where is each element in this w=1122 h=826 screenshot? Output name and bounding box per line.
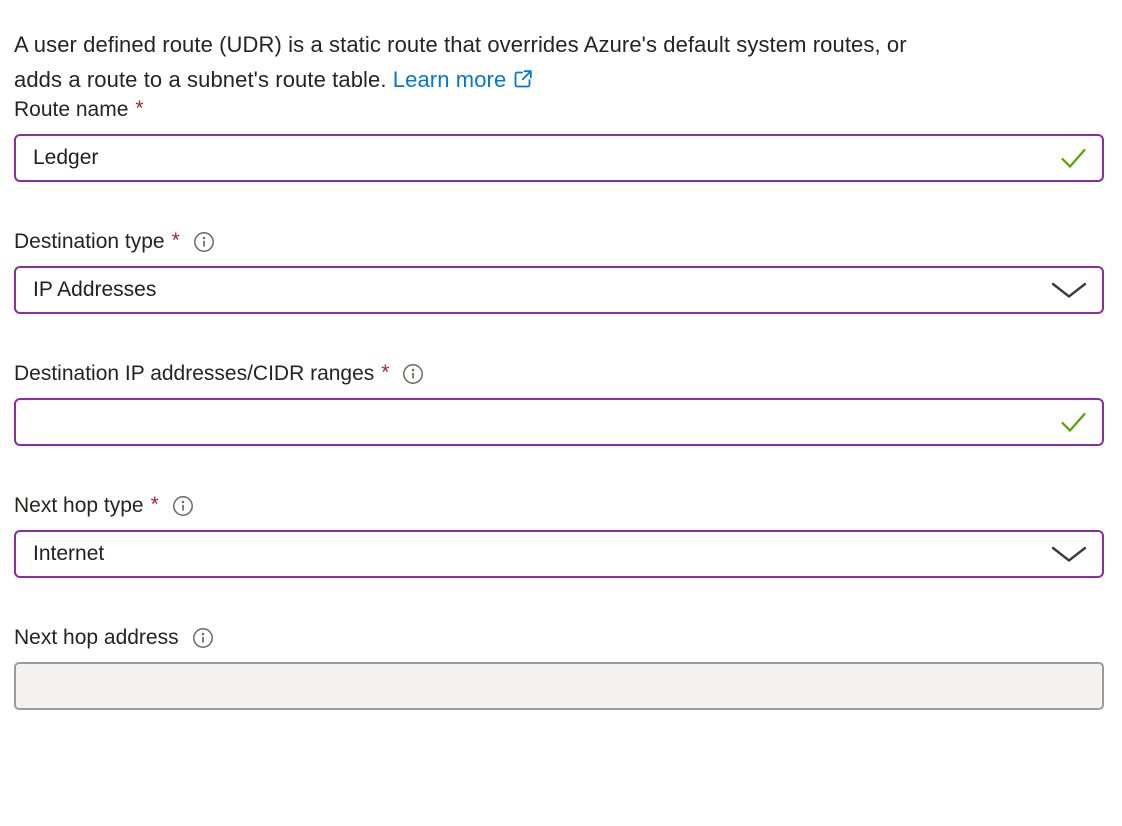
next-hop-type-selected-value: Internet bbox=[33, 542, 105, 565]
next-hop-address-input bbox=[33, 664, 1087, 708]
info-icon[interactable] bbox=[192, 627, 214, 649]
next-hop-type-label-row: Next hop type * bbox=[14, 493, 1104, 519]
info-icon[interactable] bbox=[193, 231, 215, 253]
route-name-label-row: Route name * bbox=[14, 97, 1104, 123]
next-hop-address-label: Next hop address bbox=[14, 626, 179, 649]
next-hop-address-input-wrap bbox=[14, 662, 1104, 710]
route-name-input[interactable] bbox=[33, 136, 1060, 180]
valid-checkmark-icon bbox=[1060, 411, 1087, 434]
destination-type-label-row: Destination type * bbox=[14, 229, 1104, 255]
destination-type-selected-value: IP Addresses bbox=[33, 278, 157, 301]
info-icon[interactable] bbox=[402, 363, 424, 385]
destination-ip-input[interactable] bbox=[33, 400, 1060, 444]
next-hop-address-label-row: Next hop address bbox=[14, 625, 1104, 651]
learn-more-link[interactable]: Learn more bbox=[393, 67, 534, 92]
destination-ip-label: Destination IP addresses/CIDR ranges bbox=[14, 362, 375, 385]
udr-description-line2: adds a route to a subnet's route table. … bbox=[14, 62, 1104, 97]
next-hop-type-label: Next hop type bbox=[14, 494, 144, 517]
destination-ip-input-wrap bbox=[14, 398, 1104, 446]
chevron-down-icon bbox=[1051, 546, 1087, 563]
chevron-down-icon bbox=[1051, 282, 1087, 299]
valid-checkmark-icon bbox=[1060, 147, 1087, 170]
field-destination-ip: Destination IP addresses/CIDR ranges * bbox=[14, 361, 1104, 446]
destination-ip-label-row: Destination IP addresses/CIDR ranges * bbox=[14, 361, 1104, 387]
field-destination-type: Destination type * IP Addresses bbox=[14, 229, 1104, 314]
external-link-icon bbox=[513, 64, 533, 99]
route-name-input-wrap bbox=[14, 134, 1104, 182]
udr-description: A user defined route (UDR) is a static r… bbox=[14, 27, 1104, 97]
required-asterisk: * bbox=[171, 229, 180, 252]
destination-type-select[interactable]: IP Addresses bbox=[14, 266, 1104, 314]
destination-type-label: Destination type bbox=[14, 230, 165, 253]
field-route-name: Route name * bbox=[14, 97, 1104, 182]
udr-form: A user defined route (UDR) is a static r… bbox=[14, 27, 1104, 710]
next-hop-type-select[interactable]: Internet bbox=[14, 530, 1104, 578]
required-asterisk: * bbox=[135, 97, 144, 120]
info-icon[interactable] bbox=[172, 495, 194, 517]
field-next-hop-address: Next hop address bbox=[14, 625, 1104, 710]
field-next-hop-type: Next hop type * Internet bbox=[14, 493, 1104, 578]
udr-description-line1: A user defined route (UDR) is a static r… bbox=[14, 32, 907, 57]
required-asterisk: * bbox=[150, 493, 159, 516]
route-name-label: Route name bbox=[14, 98, 129, 121]
required-asterisk: * bbox=[381, 361, 390, 384]
